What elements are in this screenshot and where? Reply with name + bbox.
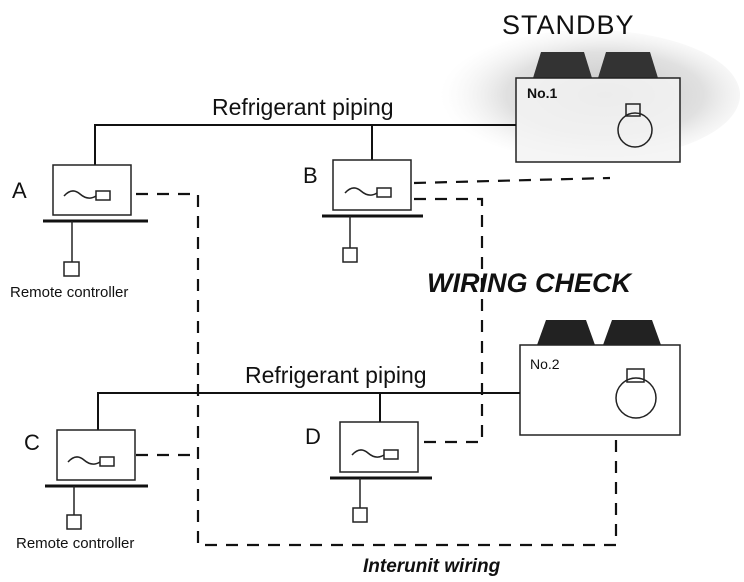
remote-controller-label-c: Remote controller [16,535,135,552]
indoor-unit-b-label: B [303,163,318,188]
interunit-wiring [136,176,618,547]
indoor-unit-c [45,429,148,530]
outdoor-unit-1 [515,52,681,163]
indoor-unit-a [43,164,148,277]
indoor-unit-c-label: C [24,430,40,455]
indoor-unit-d-label: D [305,424,321,449]
indoor-unit-b [322,159,423,263]
outdoor-unit-2 [519,320,681,436]
wiring-check-label: WIRING CHECK [427,268,631,298]
outdoor-unit-2-label: No.2 [530,356,560,372]
refrigerant-piping-2 [97,392,520,430]
indoor-unit-d [330,421,432,523]
outdoor-unit-1-label: No.1 [527,85,558,101]
refrigerant-piping-label-1: Refrigerant piping [212,94,394,120]
standby-label: STANDBY [502,10,635,40]
refrigerant-piping-label-2: Refrigerant piping [245,362,427,388]
interunit-wiring-label: Interunit wiring [363,556,501,577]
remote-controller-label-a: Remote controller [10,284,129,301]
indoor-unit-a-label: A [12,178,27,203]
refrigerant-piping-1 [94,124,516,165]
